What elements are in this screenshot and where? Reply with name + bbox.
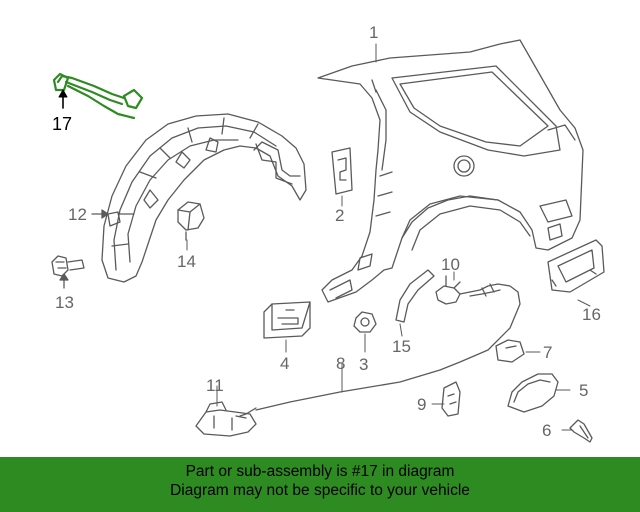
callout-13: 13	[55, 293, 74, 312]
callout-14: 14	[177, 252, 196, 271]
callout-12: 12	[68, 205, 87, 224]
part-14-clip	[177, 201, 205, 241]
info-banner: Part or sub-assembly is #17 in diagram D…	[0, 457, 640, 512]
banner-line-1: Part or sub-assembly is #17 in diagram	[185, 463, 455, 480]
callout-7: 7	[543, 343, 553, 362]
part-3-grommet	[353, 311, 377, 333]
part-12-fender-liner	[101, 113, 307, 283]
callout-4: 4	[280, 354, 290, 373]
part-1-quarter-panel	[317, 39, 584, 303]
part-6-bolt	[569, 419, 593, 443]
part-10-fuel-door-latch	[435, 275, 471, 305]
part-13-push-clip	[51, 255, 85, 277]
callout-9: 9	[417, 395, 427, 414]
callout-2: 2	[335, 206, 345, 225]
callout-11: 11	[206, 376, 224, 395]
callout-1: 1	[369, 23, 379, 42]
callout-3: 3	[359, 355, 369, 374]
part-4-hinge	[263, 301, 311, 339]
part-17-wire-harness	[52, 72, 144, 120]
part-9-bracket	[441, 381, 461, 417]
part-2-bracket	[331, 147, 353, 195]
callout-15: 15	[392, 337, 411, 356]
part-15-seal-strip	[395, 269, 435, 323]
callout-17: 17	[52, 114, 73, 134]
callout-6: 6	[542, 421, 552, 440]
callout-5: 5	[579, 381, 589, 400]
parts-diagram	[51, 39, 605, 443]
part-7-hinge-clip	[495, 339, 525, 363]
callout-16: 16	[582, 305, 601, 324]
banner-line-2: Diagram may not be specific to your vehi…	[170, 482, 470, 499]
leader-lines	[186, 43, 591, 431]
callout-8: 8	[336, 354, 346, 373]
part-11-release-lever	[195, 401, 257, 437]
part-5-fuel-door	[507, 373, 559, 413]
part-16-fuel-door-housing	[547, 239, 605, 293]
callout-10: 10	[441, 255, 460, 274]
